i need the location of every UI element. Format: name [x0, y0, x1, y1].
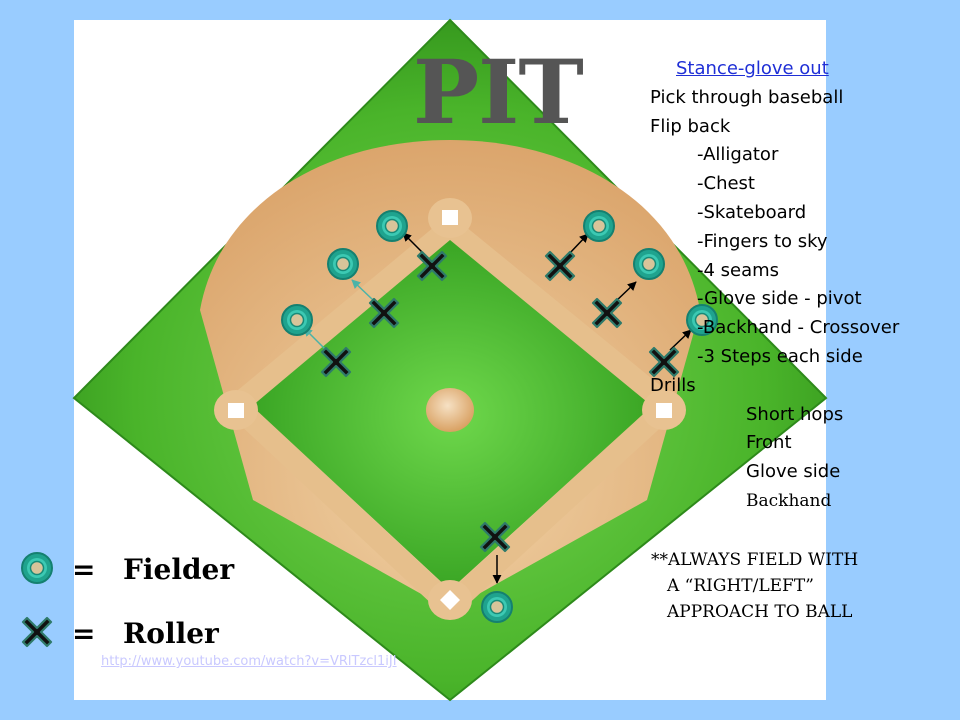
note-line: -Skateboard [697, 201, 807, 223]
note-line: Front [746, 432, 792, 454]
note-line: -Fingers to sky [697, 230, 828, 252]
roller-icon [544, 250, 576, 282]
technique-notes: Stance-glove out Pick through baseball F… [650, 55, 899, 516]
legend-roller-label: Roller [123, 617, 219, 650]
fielder-icon [376, 210, 408, 242]
note-line: -Chest [697, 173, 755, 195]
note-line: Pick through baseball [650, 86, 844, 108]
note-line: -Alligator [697, 144, 779, 166]
note-line: Short hops [746, 403, 844, 425]
note-line: -Backhand - Crossover [697, 317, 900, 339]
fielder-icon [481, 591, 513, 623]
note-line: -3 Steps each side [697, 345, 863, 367]
note-line: -Glove side - pivot [697, 288, 862, 310]
legend-roller-icon [21, 616, 53, 648]
second-base [442, 210, 458, 225]
legend-fielder-label: Fielder [123, 553, 235, 586]
home-plate [440, 590, 460, 610]
page-title: PIT [413, 40, 584, 144]
approach-note-line: **ALWAYS FIELD WITH [651, 550, 859, 570]
stance-link[interactable]: Stance-glove out [676, 58, 829, 79]
roller-icon [368, 297, 400, 329]
approach-note: **ALWAYS FIELD WITH A “RIGHT/LEFT” APPRO… [651, 547, 858, 625]
roller-icon [320, 346, 352, 378]
legend-fielder-equals: = [72, 553, 96, 586]
note-line: -4 seams [697, 259, 780, 281]
fielder-icon [583, 210, 615, 242]
roller-icon [479, 521, 511, 553]
approach-note-line: APPROACH TO BALL [667, 602, 853, 622]
approach-note-line: A “RIGHT/LEFT” [667, 576, 814, 596]
third-base [228, 403, 244, 418]
first-base [656, 403, 672, 418]
note-line: Flip back [650, 115, 731, 137]
fielder-icon [281, 304, 313, 336]
note-line: Backhand [746, 490, 832, 511]
legend-fielder-icon [21, 552, 53, 584]
note-line: Drills [650, 374, 696, 396]
roller-icon [591, 297, 623, 329]
video-link[interactable]: http://www.youtube.com/watch?v=VRlTzcl1i… [101, 654, 397, 669]
fielder-icon [327, 248, 359, 280]
pitchers-mound [426, 388, 474, 432]
legend-roller-equals: = [72, 617, 96, 650]
note-line: Glove side [746, 461, 841, 483]
roller-icon [416, 250, 448, 282]
